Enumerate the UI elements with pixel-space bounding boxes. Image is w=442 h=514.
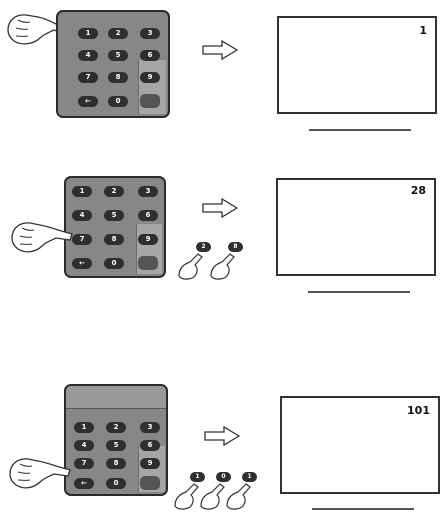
channel-number: 28 [410, 184, 426, 197]
channel-number: 1 [419, 24, 427, 37]
key-enter[interactable] [140, 476, 160, 490]
key-3[interactable]: 3 [140, 28, 160, 39]
key-4[interactable]: 4 [78, 50, 98, 61]
key-9[interactable]: 9 [140, 72, 160, 83]
key-0[interactable]: 0 [108, 96, 128, 107]
key-5[interactable]: 5 [106, 440, 126, 451]
arrow-right-icon [202, 40, 238, 60]
remote-keypad: 1 2 3 4 5 6 7 8 9 ← 0 [56, 10, 170, 118]
pressed-key: 1 [242, 472, 257, 482]
key-9[interactable]: 9 [140, 458, 160, 469]
key-6[interactable]: 6 [138, 210, 158, 221]
arrow-right-icon [202, 198, 238, 218]
tv-stand [312, 508, 414, 510]
tv-icon: 1 [277, 16, 437, 136]
key-7[interactable]: 7 [78, 72, 98, 83]
key-0[interactable]: 0 [106, 478, 126, 489]
key-8[interactable]: 8 [104, 234, 124, 245]
key-7[interactable]: 7 [74, 458, 94, 469]
step-1: 1 2 3 4 5 6 7 8 9 ← 0 1 [0, 0, 442, 150]
key-5[interactable]: 5 [108, 50, 128, 61]
key-5[interactable]: 5 [104, 210, 124, 221]
key-4[interactable]: 4 [72, 210, 92, 221]
hand-pointer-icon [9, 458, 71, 489]
arrow-right-icon [204, 426, 240, 446]
pressed-key: 1 [190, 472, 205, 482]
key-3[interactable]: 3 [138, 186, 158, 197]
key-enter[interactable] [140, 94, 160, 108]
key-2[interactable]: 2 [104, 186, 124, 197]
key-back[interactable]: ← [72, 258, 92, 269]
hand-pointer-icon [11, 222, 73, 253]
key-1[interactable]: 1 [74, 422, 94, 433]
key-6[interactable]: 6 [140, 440, 160, 451]
tv-stand [309, 129, 411, 131]
key-8[interactable]: 8 [106, 458, 126, 469]
tv-icon: 28 [276, 178, 436, 298]
tv-screen [277, 16, 437, 114]
tv-icon: 101 [280, 396, 440, 514]
key-6[interactable]: 6 [140, 50, 160, 61]
tv-stand [308, 291, 410, 293]
remote-keypad: 1 2 3 4 5 6 7 8 9 ← 0 [64, 384, 168, 496]
hand-pointer-icon [226, 483, 251, 510]
remote-keypad: 1 2 3 4 5 6 7 8 9 ← 0 [64, 176, 166, 278]
key-2[interactable]: 2 [106, 422, 126, 433]
key-enter[interactable] [138, 256, 158, 270]
remote-top-panel [66, 386, 166, 409]
key-back[interactable]: ← [74, 478, 94, 489]
key-7[interactable]: 7 [72, 234, 92, 245]
key-8[interactable]: 8 [108, 72, 128, 83]
hand-pointer-icon [174, 483, 199, 510]
key-2[interactable]: 2 [108, 28, 128, 39]
pressed-key: 8 [228, 242, 243, 252]
key-1[interactable]: 1 [78, 28, 98, 39]
key-0[interactable]: 0 [104, 258, 124, 269]
step-2: 1 2 3 4 5 6 7 8 9 ← 0 2 8 28 [0, 170, 442, 300]
hand-pointer-icon [210, 253, 235, 280]
key-3[interactable]: 3 [140, 422, 160, 433]
key-back[interactable]: ← [78, 96, 98, 107]
hand-pointer-icon [200, 483, 225, 510]
key-1[interactable]: 1 [72, 186, 92, 197]
pressed-key: 2 [196, 242, 211, 252]
key-9[interactable]: 9 [138, 234, 158, 245]
step-3: 1 2 3 4 5 6 7 8 9 ← 0 1 0 1 101 [0, 380, 442, 514]
channel-number: 101 [407, 404, 430, 417]
pressed-key: 0 [216, 472, 231, 482]
tv-screen [276, 178, 436, 276]
key-4[interactable]: 4 [74, 440, 94, 451]
hand-pointer-icon [7, 14, 71, 45]
tv-screen [280, 396, 440, 494]
hand-pointer-icon [178, 253, 203, 280]
